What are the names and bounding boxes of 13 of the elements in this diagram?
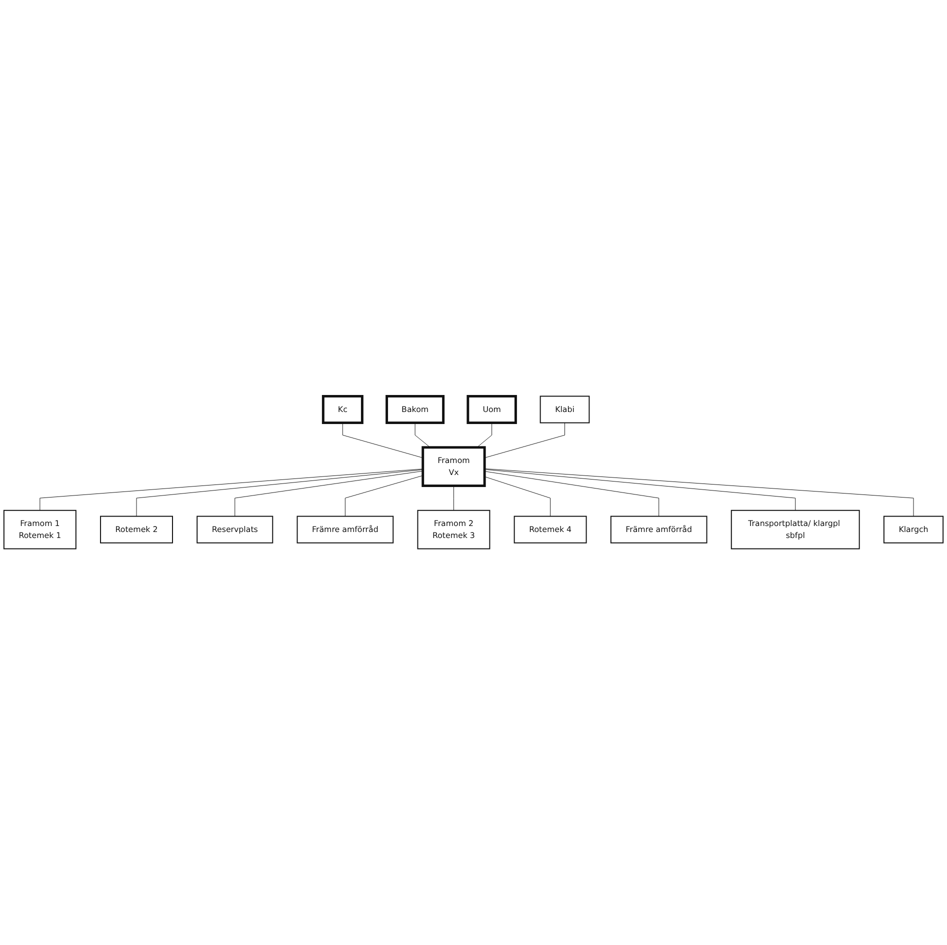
connector (484, 471, 660, 517)
connector (484, 469, 796, 511)
connector (484, 468, 914, 517)
connector (136, 469, 424, 517)
connector (453, 486, 454, 511)
connector (344, 475, 424, 517)
connector (484, 476, 551, 517)
connector (342, 422, 424, 458)
connector (234, 470, 424, 517)
connector (476, 422, 492, 448)
connector (40, 468, 424, 511)
connector (484, 422, 565, 458)
connector (414, 422, 430, 448)
